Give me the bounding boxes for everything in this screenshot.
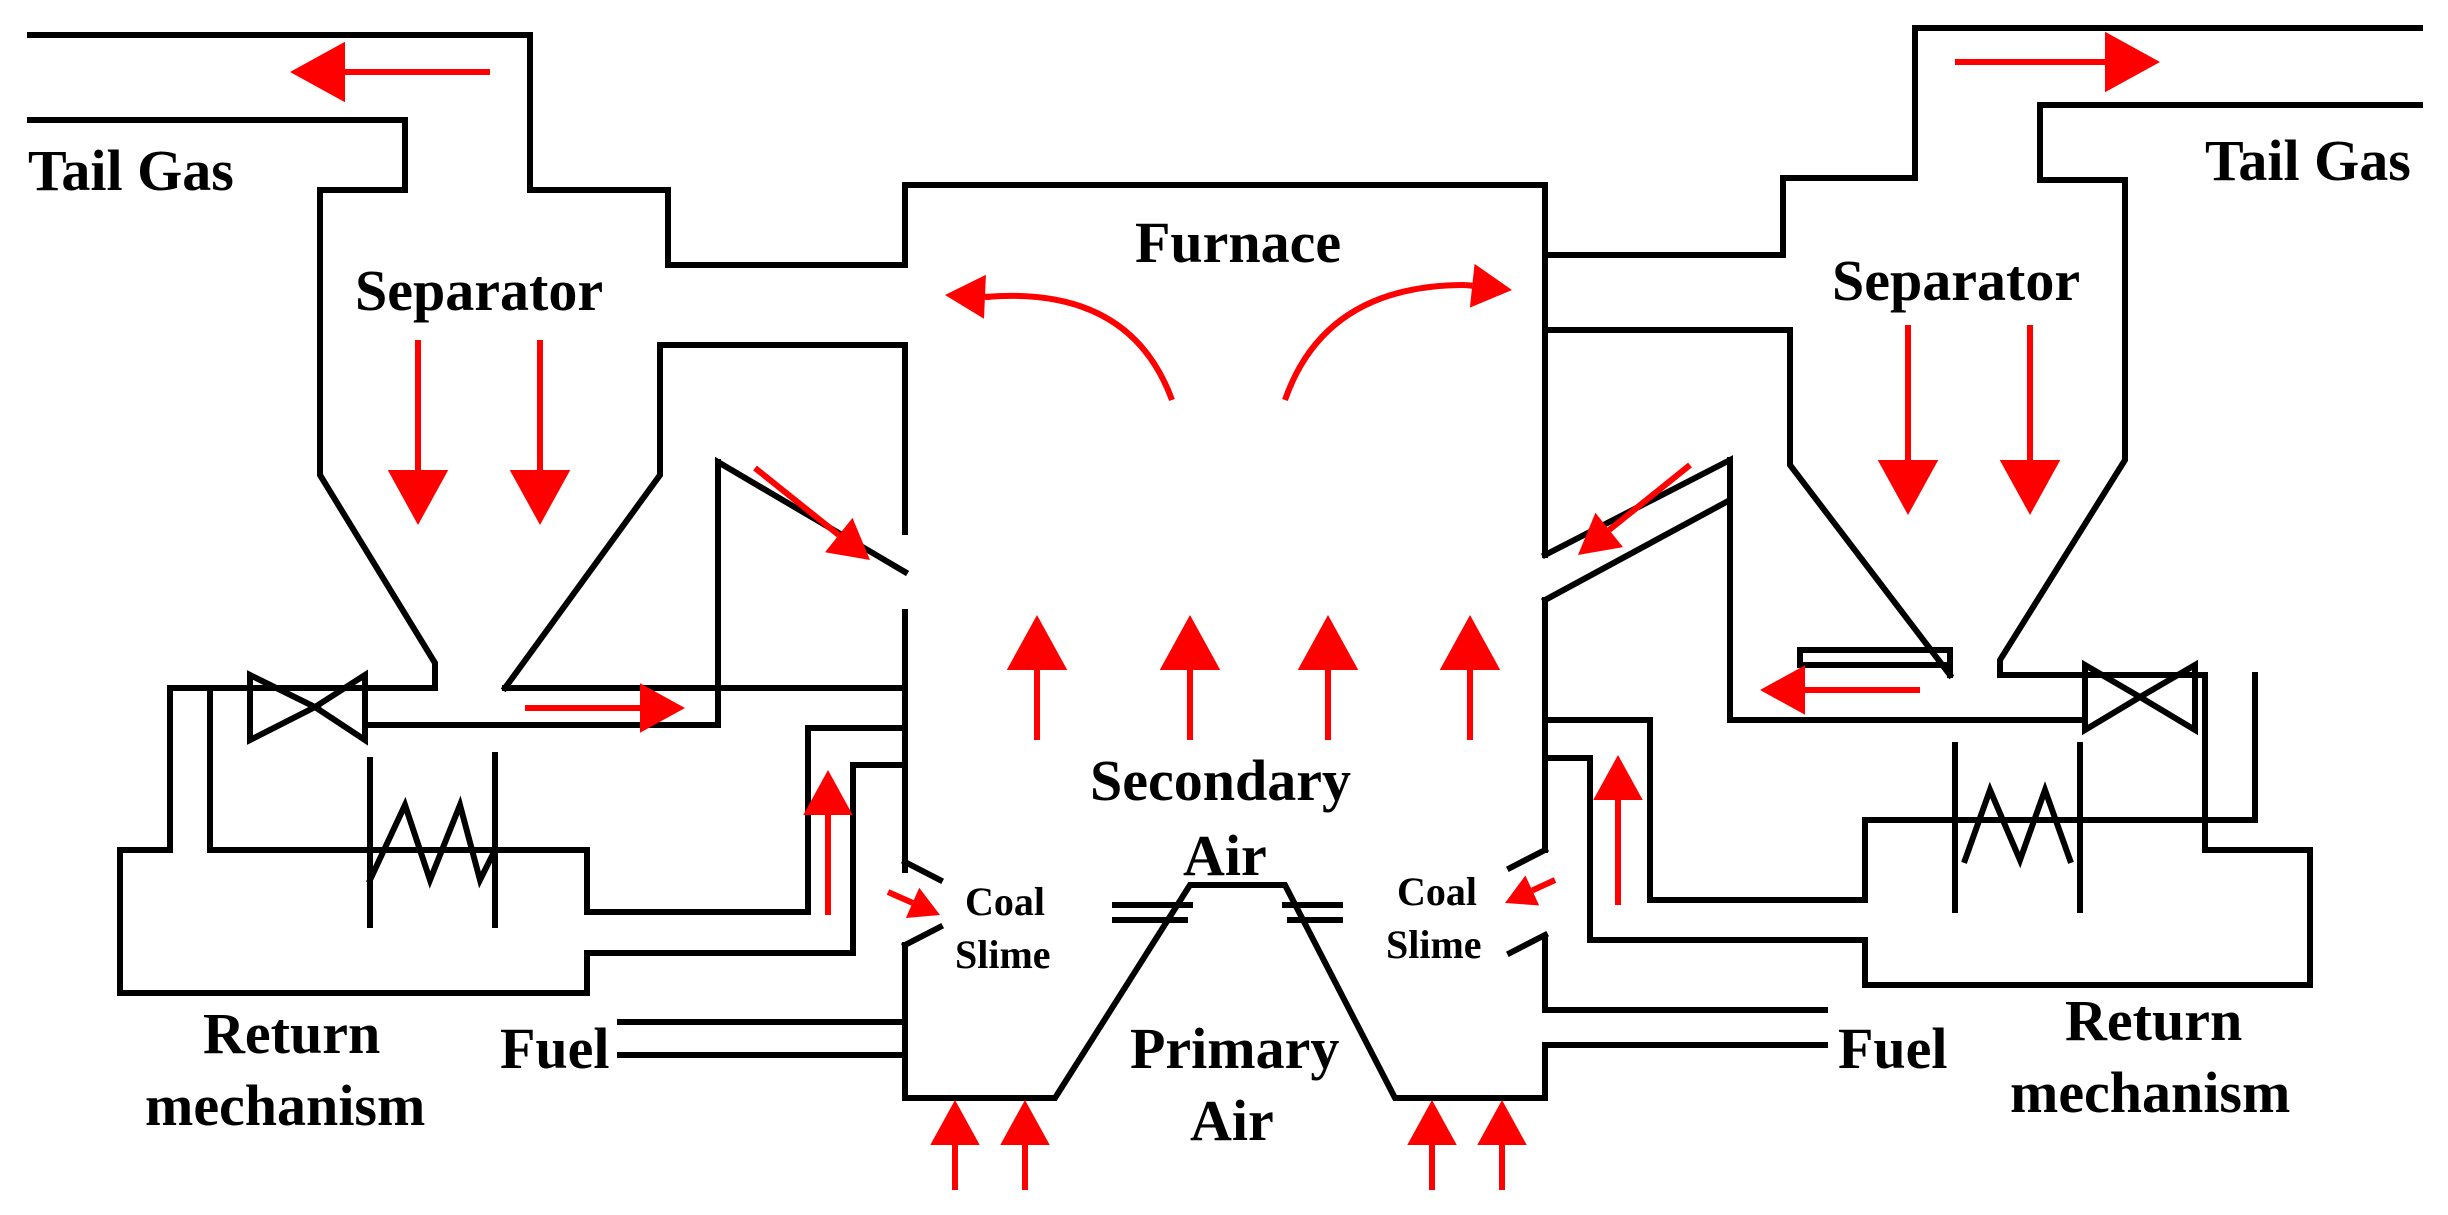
separator-left-arrow <box>509 340 571 525</box>
primary-air-arrow <box>1000 1100 1050 1190</box>
primary-air-arrow <box>1477 1100 1527 1190</box>
tail-gas-right-label: Tail Gas <box>2205 128 2411 193</box>
right-coal-inlet-top <box>1505 845 1550 873</box>
primary-air-label-2: Air <box>1190 1088 1274 1153</box>
right-riser-arrow <box>1593 755 1643 905</box>
flow-arrows <box>290 31 2160 1190</box>
left-feed-outer <box>584 762 856 956</box>
left-return-arrow <box>753 465 870 560</box>
fuel-right-label: Fuel <box>1838 1016 1948 1081</box>
coal-left-label: Coal <box>965 879 1045 924</box>
primary-air-arrow <box>1407 1100 1457 1190</box>
right-feed-pipe <box>1540 457 1733 605</box>
furnace-up-arrow <box>1297 615 1359 740</box>
fuel-left-label: Fuel <box>500 1016 610 1081</box>
return-right-label-2: mechanism <box>2010 1060 2290 1125</box>
left-cyclone-right <box>500 342 908 693</box>
valve-icon <box>2082 659 2198 736</box>
return-left-label-2: mechanism <box>145 1073 425 1138</box>
primary-air-arrow <box>930 1100 980 1190</box>
separator-right-arrow <box>1877 325 1939 515</box>
left-separator-outline <box>27 117 590 996</box>
left-feed-pipe <box>850 762 908 873</box>
furnace-left-wall <box>902 182 1548 1101</box>
secondary-air-label-2: Air <box>1183 823 1267 888</box>
return-right-label-1: Return <box>2065 988 2242 1053</box>
furnace-left-curve <box>984 292 1175 402</box>
left-fuel-pipe <box>617 1019 908 1058</box>
coal-right-label: Coal <box>1397 869 1477 914</box>
separator-left-arrow <box>387 340 449 525</box>
left-coal-inlet-bottom <box>900 922 945 950</box>
slime-left-label: Slime <box>955 932 1051 977</box>
separator-right-arrow <box>1999 325 2061 515</box>
furnace-up-arrow <box>1439 615 1501 740</box>
right-coal-inlet-bottom <box>1505 930 1550 958</box>
tail-gas-right-arrow <box>1955 31 2160 93</box>
furnace-top <box>902 25 2423 258</box>
furnace-right-curve-head <box>1464 263 1512 308</box>
right-separator-inner <box>1542 672 2258 903</box>
structure-lines <box>27 25 2423 1101</box>
secondary-air-plate-right <box>1282 902 1343 923</box>
coal-left-arrow <box>886 887 940 918</box>
right-fuel-pipe <box>1542 1007 1828 1048</box>
right-flow-arrow <box>1760 665 1920 715</box>
right-cyclone-left <box>1542 327 1955 680</box>
furnace-up-arrow <box>1006 615 1068 740</box>
coal-right-arrow <box>1505 875 1557 906</box>
labels: Tail Gas Tail Gas Separator Separator Fu… <box>28 128 2411 1153</box>
left-separator-inner <box>207 685 908 915</box>
heat-exchanger-icon <box>366 752 500 928</box>
right-loopseal-box <box>1797 647 1953 678</box>
left-coal-inlet-top <box>900 857 945 885</box>
tail-gas-left-label: Tail Gas <box>28 138 234 203</box>
separator-right-label: Separator <box>1832 248 2080 313</box>
secondary-air-label-1: Secondary <box>1090 748 1351 813</box>
valve-icon <box>247 669 368 746</box>
furnace-up-arrow <box>1159 615 1221 740</box>
furnace-label: Furnace <box>1135 210 1341 275</box>
secondary-air-plate-left <box>1112 902 1193 923</box>
furnace-right-curve <box>1282 282 1466 401</box>
right-separator-outline <box>1542 102 2313 988</box>
left-riser-arrow <box>803 770 853 915</box>
heat-exchanger-icon <box>1952 742 2083 913</box>
primary-air-label-1: Primary <box>1130 1016 1339 1081</box>
tail-gas-left-arrow <box>290 41 490 103</box>
return-left-label-1: Return <box>203 1001 380 1066</box>
separator-left-label: Separator <box>355 258 603 323</box>
furnace-left-curve-head <box>945 274 991 319</box>
right-return-arrow <box>1578 462 1692 555</box>
slime-right-label: Slime <box>1386 922 1482 967</box>
left-flow-arrow <box>525 683 685 733</box>
